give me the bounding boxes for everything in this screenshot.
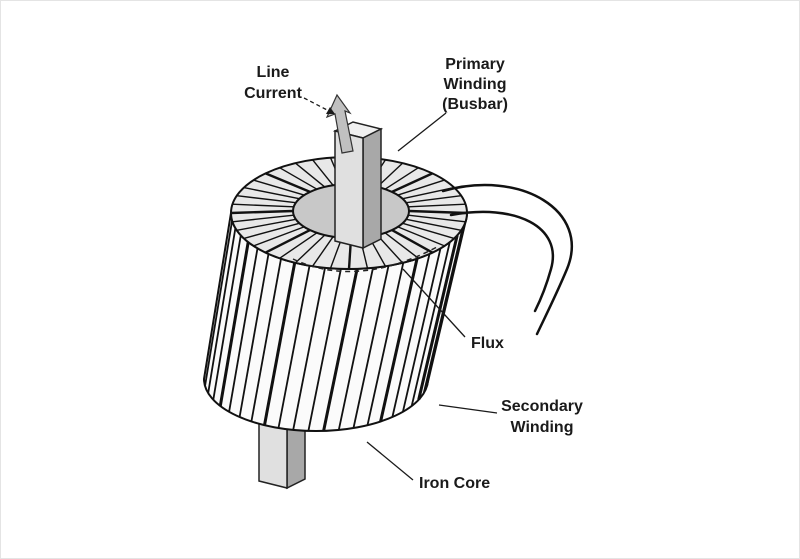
- winding-stripe: [228, 248, 259, 412]
- winding-stripe: [410, 241, 451, 407]
- winding-hatch-line: [406, 218, 462, 231]
- line-current-leader: [303, 97, 332, 113]
- winding-stripe: [391, 253, 431, 418]
- primary-winding-label-line1: Primary: [445, 56, 505, 73]
- secondary-lead-wires: [441, 183, 574, 336]
- iron-core-label: Iron Core: [419, 475, 490, 492]
- winding-stripe: [352, 265, 390, 429]
- winding-stripe: [417, 234, 459, 401]
- winding-hatch-line: [311, 236, 334, 267]
- labels: Line Current Primary Winding (Busbar) Fl…: [244, 56, 583, 492]
- winding-stripe: [402, 248, 442, 413]
- winding-hatch-line: [408, 214, 466, 223]
- winding-hatch-line: [265, 229, 311, 254]
- winding-hatch-line: [384, 232, 419, 259]
- winding-hatch-line: [408, 203, 466, 208]
- winding-stripe: [337, 267, 374, 431]
- winding-hatch-line: [408, 209, 468, 215]
- winding-stripe: [277, 265, 311, 429]
- winding-hatch-line: [232, 214, 294, 223]
- primary-winding-label-line3: (Busbar): [442, 96, 508, 113]
- winding-stripe: [204, 220, 233, 387]
- winding-stripe: [263, 262, 297, 426]
- current-direction-arrow: [325, 93, 354, 154]
- winding-stripe: [366, 262, 405, 426]
- secondary-wire-1: [441, 183, 574, 336]
- secondary-wire-2: [449, 210, 554, 313]
- winding-hatch-line: [294, 234, 326, 264]
- primary-winding-leader: [397, 112, 447, 152]
- line-current-label-line2: Current: [244, 85, 302, 102]
- primary-winding-label-line2: Winding: [444, 76, 507, 93]
- winding-stripe: [250, 258, 282, 422]
- winding-stripe: [238, 253, 270, 418]
- winding-stripe: [292, 267, 326, 431]
- busbar-front-face: [334, 130, 364, 249]
- line-current-leader-arrowhead: [326, 107, 335, 114]
- winding-hatch-line: [236, 218, 296, 231]
- secondary-winding-label-line1: Secondary: [501, 398, 583, 415]
- winding-hatch-line: [236, 195, 296, 204]
- winding-stripe: [322, 268, 359, 432]
- winding-hatch-line: [384, 167, 419, 190]
- busbar-bottom-front-face: [258, 420, 288, 489]
- secondary-winding-leader: [438, 404, 498, 414]
- winding-hatch-line: [279, 232, 318, 259]
- winding-hatch-line: [397, 179, 445, 196]
- winding-hatch-line: [253, 226, 305, 247]
- winding-hatch-line: [391, 172, 433, 193]
- winding-hatch-line: [265, 172, 311, 194]
- flux-label: Flux: [471, 335, 504, 352]
- winding-hatch-line: [279, 167, 318, 190]
- winding-stripe: [218, 241, 250, 407]
- line-current-label-line1: Line: [257, 64, 290, 81]
- secondary-winding-label-line2: Winding: [511, 419, 574, 436]
- winding-stripe: [207, 227, 237, 394]
- flux-leader: [402, 268, 466, 338]
- secondary-winding-side-stripes: [204, 220, 467, 432]
- winding-hatch-line: [253, 179, 305, 196]
- winding-stripe: [426, 220, 467, 387]
- winding-hatch-line: [230, 209, 294, 215]
- leader-lines: [303, 97, 498, 481]
- winding-stripe: [422, 227, 464, 394]
- iron-core-leader: [366, 441, 414, 481]
- flux-dashed-line: [292, 246, 438, 273]
- winding-hatch-line: [243, 222, 300, 240]
- winding-stripe: [307, 268, 342, 432]
- winding-hatch-line: [232, 203, 294, 208]
- winding-hatch-line: [311, 159, 334, 186]
- winding-hatch-line: [294, 162, 326, 188]
- winding-hatch-line: [406, 195, 462, 204]
- winding-hatch-line: [243, 186, 300, 200]
- winding-stripe: [212, 235, 242, 400]
- winding-hatch-line: [397, 226, 445, 247]
- winding-hatch-line: [376, 234, 404, 264]
- busbar-right-face: [362, 127, 382, 250]
- winding-hatch-line: [391, 229, 433, 254]
- winding-stripe: [379, 258, 419, 422]
- winding-hatch-line: [402, 222, 455, 240]
